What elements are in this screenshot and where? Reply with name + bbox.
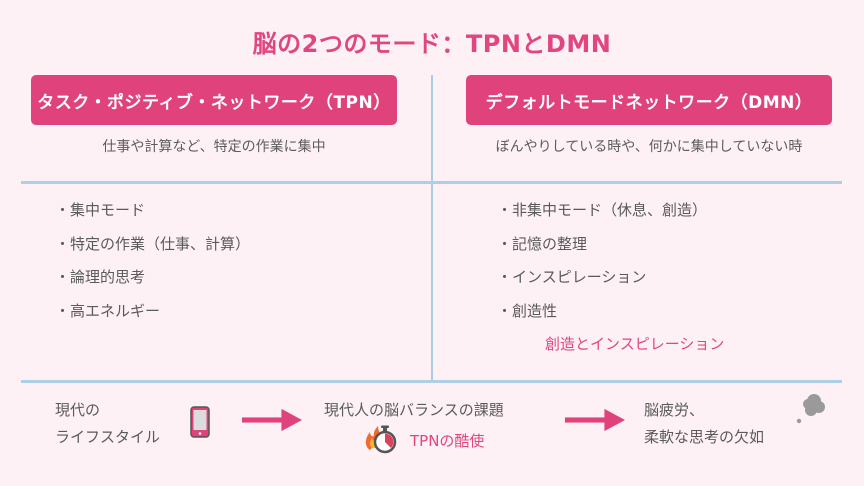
dmn-bullet-list: 非集中モード（休息、創造） 記憶の整理 インスピレーション 創造性 bbox=[497, 194, 707, 328]
flow-step-2-title: 現代人の脳バランスの課題 bbox=[324, 401, 504, 419]
list-item: 非集中モード（休息、創造） bbox=[497, 194, 707, 228]
tpn-heading: タスク・ポジティブ・ネットワーク（TPN） bbox=[37, 92, 391, 113]
flow-step-3-line1: 脳疲労、 bbox=[644, 401, 705, 419]
column-divider bbox=[431, 75, 433, 382]
list-item: 特定の作業（仕事、計算） bbox=[55, 228, 250, 262]
dmn-heading: デフォルトモードネットワーク（DMN） bbox=[485, 92, 813, 113]
header-divider bbox=[21, 181, 842, 184]
flow-step-1-line1: 現代の bbox=[55, 401, 101, 419]
flow-step-3-line2: 柔軟な思考の欠如 bbox=[644, 428, 765, 446]
list-item: 集中モード bbox=[55, 194, 250, 228]
list-item: 記憶の整理 bbox=[497, 228, 707, 262]
section-divider bbox=[21, 380, 842, 383]
arrow-right-icon bbox=[242, 408, 302, 432]
tpn-heading-box: タスク・ポジティブ・ネットワーク（TPN） bbox=[31, 75, 397, 125]
smartphone-icon bbox=[190, 406, 210, 438]
list-item: 論理的思考 bbox=[55, 261, 250, 295]
flow-step-1: 現代の ライフスタイル bbox=[55, 397, 160, 451]
list-item: 高エネルギー bbox=[55, 295, 250, 329]
page-title: 脳の2つのモード：TPNとDMN bbox=[252, 30, 612, 58]
dmn-heading-box: デフォルトモードネットワーク（DMN） bbox=[466, 75, 832, 125]
tpn-subtitle: 仕事や計算など、特定の作業に集中 bbox=[102, 139, 326, 155]
flow-step-1-line2: ライフスタイル bbox=[55, 428, 161, 446]
flow-step-3: 脳疲労、 柔軟な思考の欠如 bbox=[644, 397, 764, 451]
burning-stopwatch-icon bbox=[365, 425, 397, 454]
list-item: インスピレーション bbox=[497, 261, 707, 295]
tpn-bullet-list: 集中モード 特定の作業（仕事、計算） 論理的思考 高エネルギー bbox=[55, 194, 250, 328]
arrow-right-icon bbox=[565, 408, 625, 432]
dmn-subtitle: ぼんやりしている時や、何かに集中していない時 bbox=[495, 139, 803, 155]
flow-step-2-highlight: TPNの酷使 bbox=[410, 432, 485, 450]
thought-cloud-icon bbox=[796, 394, 825, 424]
list-item: 創造性 bbox=[497, 295, 707, 329]
dmn-highlight: 創造とインスピレーション bbox=[545, 335, 725, 353]
